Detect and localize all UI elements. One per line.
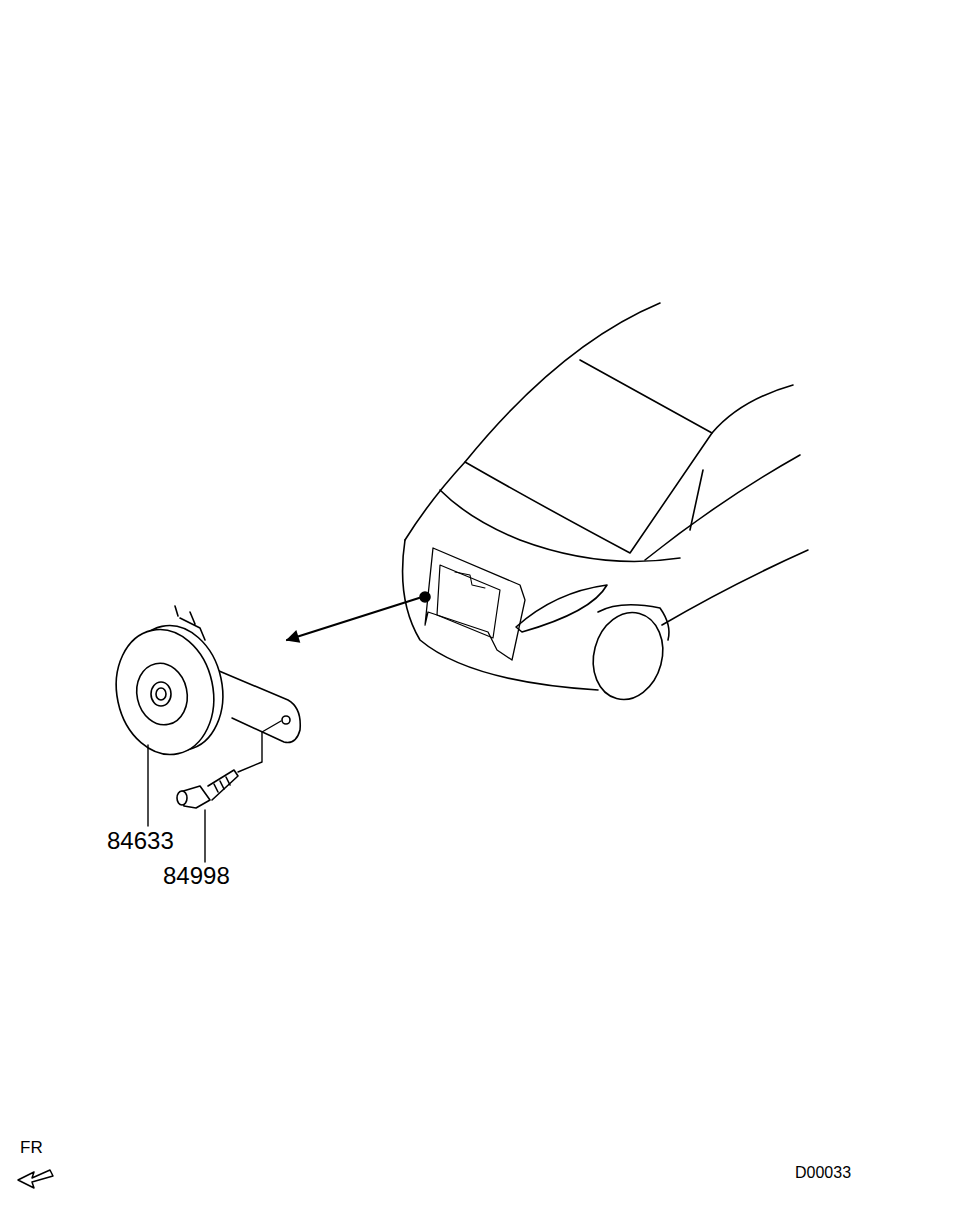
front-arrow [18, 1170, 53, 1188]
drawing-stroke [208, 770, 238, 800]
drawing-stroke [147, 745, 148, 826]
drawing-stroke [516, 585, 607, 632]
car-outline [403, 303, 808, 707]
location-arrow [287, 598, 419, 640]
callout-number: 84633 [107, 829, 174, 853]
drawing-stroke [437, 565, 500, 638]
drawing-stroke [455, 572, 485, 588]
callout-number: 84998 [163, 864, 230, 888]
drawing-stroke [212, 668, 300, 743]
drawing-stroke [156, 688, 166, 700]
drawing-stroke [151, 682, 171, 706]
bolt [177, 770, 238, 808]
drawing-stroke [204, 810, 205, 862]
drawing-stroke [420, 592, 430, 602]
drawing-stroke [584, 605, 672, 708]
drawing-stroke [598, 605, 669, 640]
figure-code: D00033 [795, 1165, 851, 1181]
drawing-stroke [465, 360, 712, 553]
drawing-stroke [238, 721, 281, 772]
drawing-stroke [425, 548, 525, 660]
drawing-stroke [645, 455, 800, 560]
drawing-stroke [105, 620, 225, 763]
drawing-stroke [214, 777, 230, 792]
drawing-stroke [440, 490, 680, 561]
direction-label: FR [20, 1139, 43, 1156]
drawing-stroke [712, 385, 793, 433]
drawing-stroke [131, 658, 193, 729]
horn [105, 606, 300, 764]
drawing-stroke [690, 470, 703, 530]
drawing-stroke [177, 791, 187, 805]
drawing-stroke [662, 550, 808, 625]
drawing-stroke [282, 716, 290, 724]
drawing-stroke [405, 303, 660, 540]
